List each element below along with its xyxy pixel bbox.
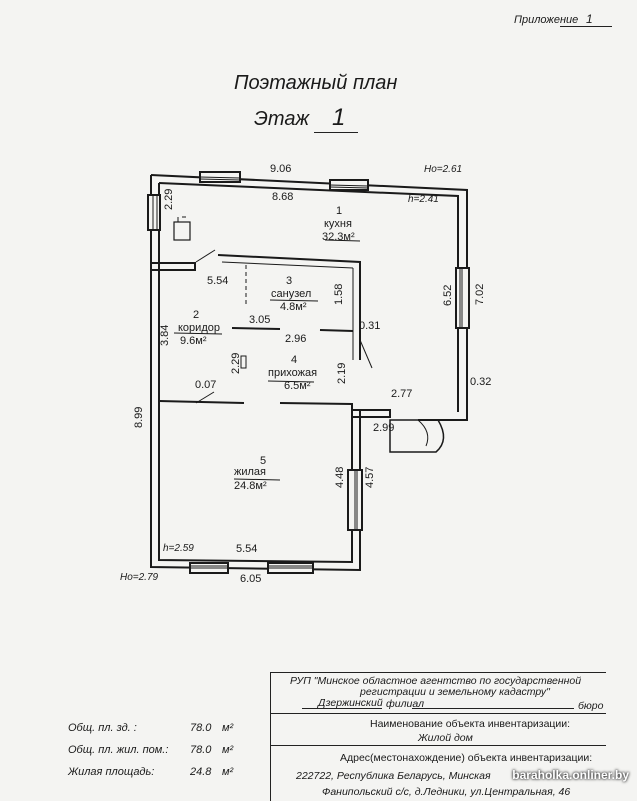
stamp-object-label: Наименование объекта инвентаризации: bbox=[370, 718, 571, 730]
stamp-address-line1: 222722, Республика Беларусь, Минская bbox=[296, 770, 491, 782]
stamp-branch: Дзержинский bbox=[318, 697, 383, 709]
room-5-name: жилая bbox=[234, 466, 266, 478]
height-ho-top: Ho=2.61 bbox=[424, 164, 463, 175]
room-4-num: 4 bbox=[291, 354, 298, 366]
partition-bath-top bbox=[217, 254, 361, 360]
dim-1-58: 1.58 bbox=[333, 283, 345, 305]
floor-number: 1 bbox=[332, 104, 346, 131]
height-h-top: h=2.41 bbox=[408, 194, 439, 205]
room-2-num: 2 bbox=[193, 309, 200, 321]
inner-line-top-right bbox=[158, 182, 459, 412]
dim-3-05: 3.05 bbox=[249, 314, 271, 326]
stamp-org-line2: регистрации и земельному кадастру" bbox=[360, 686, 550, 698]
height-ho-bottom: Ho=2.79 bbox=[120, 572, 159, 583]
dim-5-54-a: 5.54 bbox=[207, 275, 229, 287]
dim-2-29-a: 2.29 bbox=[163, 188, 175, 210]
partition-corridor-bottom bbox=[158, 400, 245, 404]
total-1-label: Общ. пл. зд. : bbox=[68, 722, 137, 734]
dim-2-29-b: 2.29 bbox=[230, 352, 242, 374]
room-1-num: 1 bbox=[336, 205, 343, 217]
dim-4-57: 4.57 bbox=[364, 466, 376, 488]
dim-8-99: 8.99 bbox=[133, 406, 145, 428]
dim-7-02: 7.02 bbox=[474, 283, 486, 305]
room-4-area: 6.5м² bbox=[284, 380, 311, 392]
dim-5-54-b: 5.54 bbox=[236, 543, 258, 555]
partition-hall-bottom bbox=[279, 402, 353, 405]
floor-label: Этаж bbox=[254, 108, 310, 130]
total-3-label: Жилая площадь: bbox=[68, 766, 155, 778]
partition-entrance bbox=[351, 404, 391, 418]
room-1-name: кухня bbox=[324, 218, 352, 230]
plan-title: Поэтажный план bbox=[234, 72, 398, 94]
dim-8-68: 8.68 bbox=[272, 191, 294, 203]
dim-2-77: 2.77 bbox=[391, 388, 413, 400]
total-2-label: Общ. пл. жил. пом.: bbox=[68, 744, 169, 756]
total-2-value: 78.0 bbox=[190, 744, 212, 756]
room-2-name: коридор bbox=[178, 322, 220, 334]
stamp-address-line2: Фанипольский с/с, д.Ледники, ул.Централь… bbox=[322, 786, 571, 798]
door-swing-2 bbox=[195, 391, 215, 404]
room-5-num: 5 bbox=[260, 455, 267, 467]
title-block bbox=[270, 672, 606, 801]
dim-0-07: 0.07 bbox=[195, 379, 217, 391]
floor-underline bbox=[314, 132, 358, 133]
room-2-area: 9.6м² bbox=[180, 335, 207, 347]
total-1-unit: м² bbox=[222, 722, 234, 734]
dim-9-06: 9.06 bbox=[270, 163, 292, 175]
dim-0-32: 0.32 bbox=[470, 376, 492, 388]
dim-0-31: 0.31 bbox=[359, 320, 381, 332]
stamp-address-label: Адрес(местонахождение) объекта инвентари… bbox=[340, 752, 593, 764]
height-h-bottom: h=2.59 bbox=[163, 543, 194, 554]
dim-2-99: 2.99 bbox=[373, 422, 395, 434]
stove-icon bbox=[173, 221, 191, 241]
partition-kitchen-left bbox=[151, 262, 196, 271]
room-4-name: прихожая bbox=[268, 367, 318, 379]
stamp-branch-suffix: филиал bbox=[386, 698, 425, 710]
room-1-area: 32.3м² bbox=[322, 231, 355, 243]
stamp-org-line1: РУП "Минское областное агентство по госу… bbox=[290, 675, 582, 687]
stamp-bureau: бюро bbox=[578, 700, 604, 712]
dim-2-96: 2.96 bbox=[285, 333, 307, 345]
dim-2-19: 2.19 bbox=[336, 362, 348, 384]
dim-4-48: 4.48 bbox=[334, 466, 346, 488]
appendix-underline bbox=[560, 26, 612, 27]
room-3-area: 4.8м² bbox=[280, 301, 307, 313]
window-4 bbox=[147, 194, 161, 231]
dim-3-84: 3.84 bbox=[159, 324, 171, 346]
appendix-label: Приложение bbox=[514, 14, 579, 26]
room-5-area: 24.8м² bbox=[234, 480, 267, 492]
appendix-number: 1 bbox=[586, 12, 593, 26]
dim-6-52: 6.52 bbox=[442, 284, 454, 306]
room-3-name: санузел bbox=[271, 288, 312, 300]
porch bbox=[389, 419, 445, 453]
total-1-value: 78.0 bbox=[190, 722, 212, 734]
total-3-unit: м² bbox=[222, 766, 234, 778]
fixture-icon bbox=[240, 355, 247, 369]
watermark: baraholka.onliner.by bbox=[512, 768, 629, 782]
stamp-object-value: Жилой дом bbox=[418, 732, 473, 744]
door-swing-1 bbox=[195, 249, 216, 263]
door-swing-3 bbox=[359, 339, 373, 369]
total-2-unit: м² bbox=[222, 744, 234, 756]
partition-bath-left bbox=[231, 327, 281, 330]
dim-6-05: 6.05 bbox=[240, 573, 262, 585]
partition-bath-right bbox=[319, 329, 354, 332]
total-3-value: 24.8 bbox=[190, 766, 212, 778]
room-3-num: 3 bbox=[286, 275, 293, 287]
